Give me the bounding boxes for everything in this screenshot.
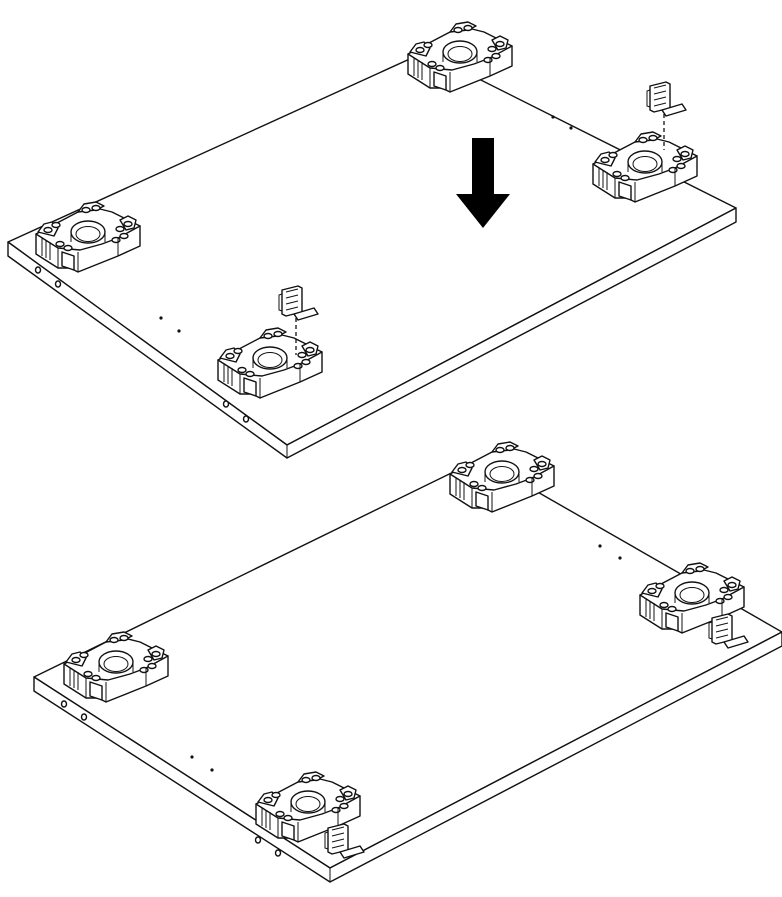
- step-1-panel: [7, 51, 737, 459]
- step-1-edge-holes: [34, 266, 250, 423]
- step-1-clip-front: [278, 285, 319, 355]
- down-arrow-icon: [456, 138, 510, 228]
- step-2-assembly: [33, 441, 782, 883]
- step-2-edge-dots: [190, 544, 622, 772]
- step-2-panel: [33, 458, 782, 883]
- step-1-assembly: [7, 21, 737, 459]
- step-1-edge-dots: [159, 115, 573, 333]
- step-2-edge-holes: [60, 700, 282, 857]
- step-1-clip-right: [646, 81, 687, 150]
- step-1-bracket-back: [407, 21, 513, 93]
